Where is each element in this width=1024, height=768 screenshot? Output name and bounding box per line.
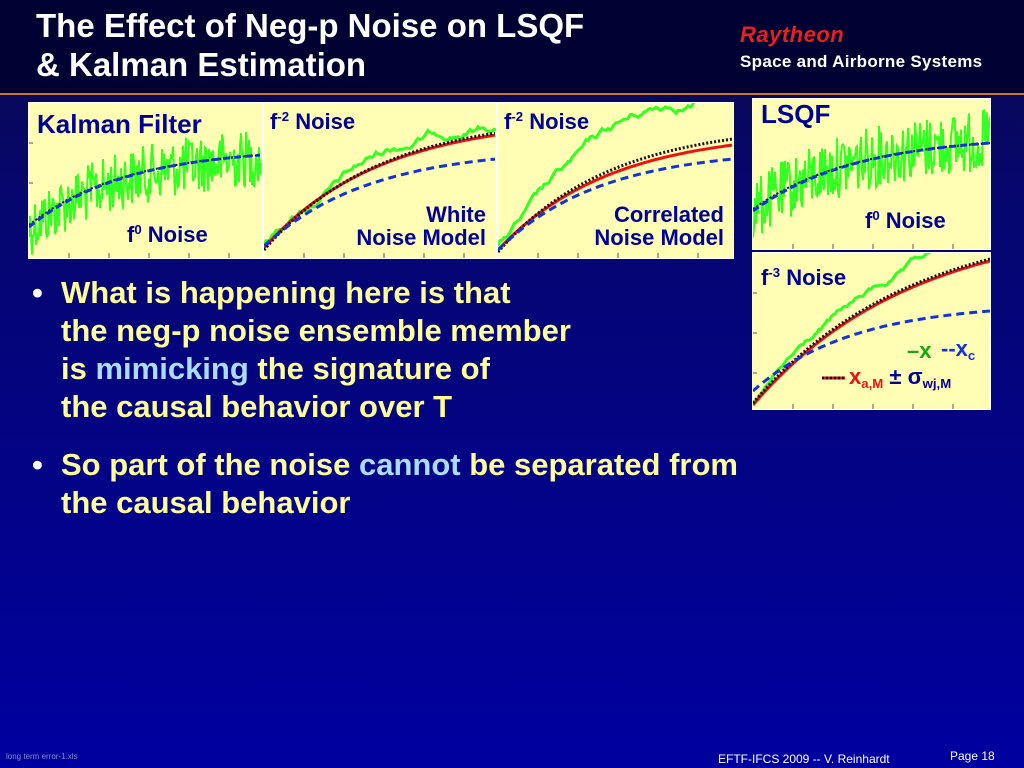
bullet-2-line-2: the causal behavior [61,485,351,520]
kalman-f0-plot-area [29,132,262,258]
bullet-2-text: So part of the noise cannot be separated… [61,446,738,522]
footer-citation: EFTF-IFCS 2009 -- V. Reinhardt [718,752,890,766]
lsqf-f3-fit-blue [753,309,990,393]
white-noise-label: f-2 Noise [270,109,356,134]
correlated-noise-plot-area [498,103,733,258]
kalman-f0-noise-label: f0 Noise [127,222,208,247]
lsqf-f0-fit-blue [753,141,990,213]
legend-x: –x [907,338,932,363]
slide-title: The Effect of Neg-p Noise on LSQF & Kalm… [36,6,716,84]
bullet-1-line-2: the neg-p noise ensemble member [61,313,571,348]
legend-xam-sigma: xa,M ± σwj,M [849,364,952,391]
white-fit-black [264,131,496,251]
highlight-mimicking: mimicking [95,351,249,386]
kalman-f0-plot: Kalman Filter f0 Noise [28,102,263,259]
lsqf-f0-plot: LSQF f0 Noise [752,98,991,250]
correlated-noise-trace [498,103,696,247]
footer-page-number: Page 18 [950,749,995,763]
bullet-1-line-4: the causal behavior over T [61,389,453,424]
bullet-1-line-3: is mimicking the signature of [61,351,490,386]
title-line-1: The Effect of Neg-p Noise on LSQF [36,7,585,44]
kalman-f0-fit-black [29,154,261,226]
lsqf-f3-noise-trace [753,253,932,406]
lsqf-f0-noise-label: f0 Noise [865,208,946,233]
footer-filename: long term error-1.xls [6,752,78,761]
title-line-2: & Kalman Estimation [36,46,367,83]
bullet-1-marker: • [32,275,43,310]
kalman-filter-label: Kalman Filter [37,109,202,139]
lsqf-label: LSQF [761,99,831,129]
white-fit-blue [264,157,496,248]
bullet-2-line-1: So part of the noise cannot be separated… [61,447,738,482]
kalman-f0-fit-blue [29,153,261,229]
division-label: Space and Airborne Systems [740,52,983,71]
lsqf-f3-plot: f-3 Noise –x --xc xa,M ± σwj,M [752,252,991,410]
lsqf-f0-plot-area [753,108,990,249]
lsqf-f3-noise-label: f-3 Noise [761,265,847,290]
white-noise-plot-area [264,124,496,258]
kalman-f0-noise-trace [29,132,262,255]
lsqf-f3-fit-red [753,259,990,406]
bullet-1-text: What is happening here is that the neg-p… [61,274,571,426]
lsqf-f3-plot-area [753,253,990,409]
highlight-cannot: cannot [358,447,461,482]
correlated-fit-black [498,137,733,253]
correlated-noise-label: f-2 Noise [504,109,590,134]
correlated-fit-red [498,143,733,252]
correlated-fit-blue [498,157,733,252]
lsqf-f3-fit-black [753,257,990,404]
bullet-2-marker: • [32,447,43,482]
lsqf-f0-noise-trace [753,108,990,238]
header-divider [0,93,1024,95]
legend-xc: --xc [941,336,976,363]
raytheon-logo: Raytheon [740,22,845,47]
bullet-1-line-1: What is happening here is that [61,275,511,310]
slide-header: The Effect of Neg-p Noise on LSQF & Kalm… [0,0,1024,94]
